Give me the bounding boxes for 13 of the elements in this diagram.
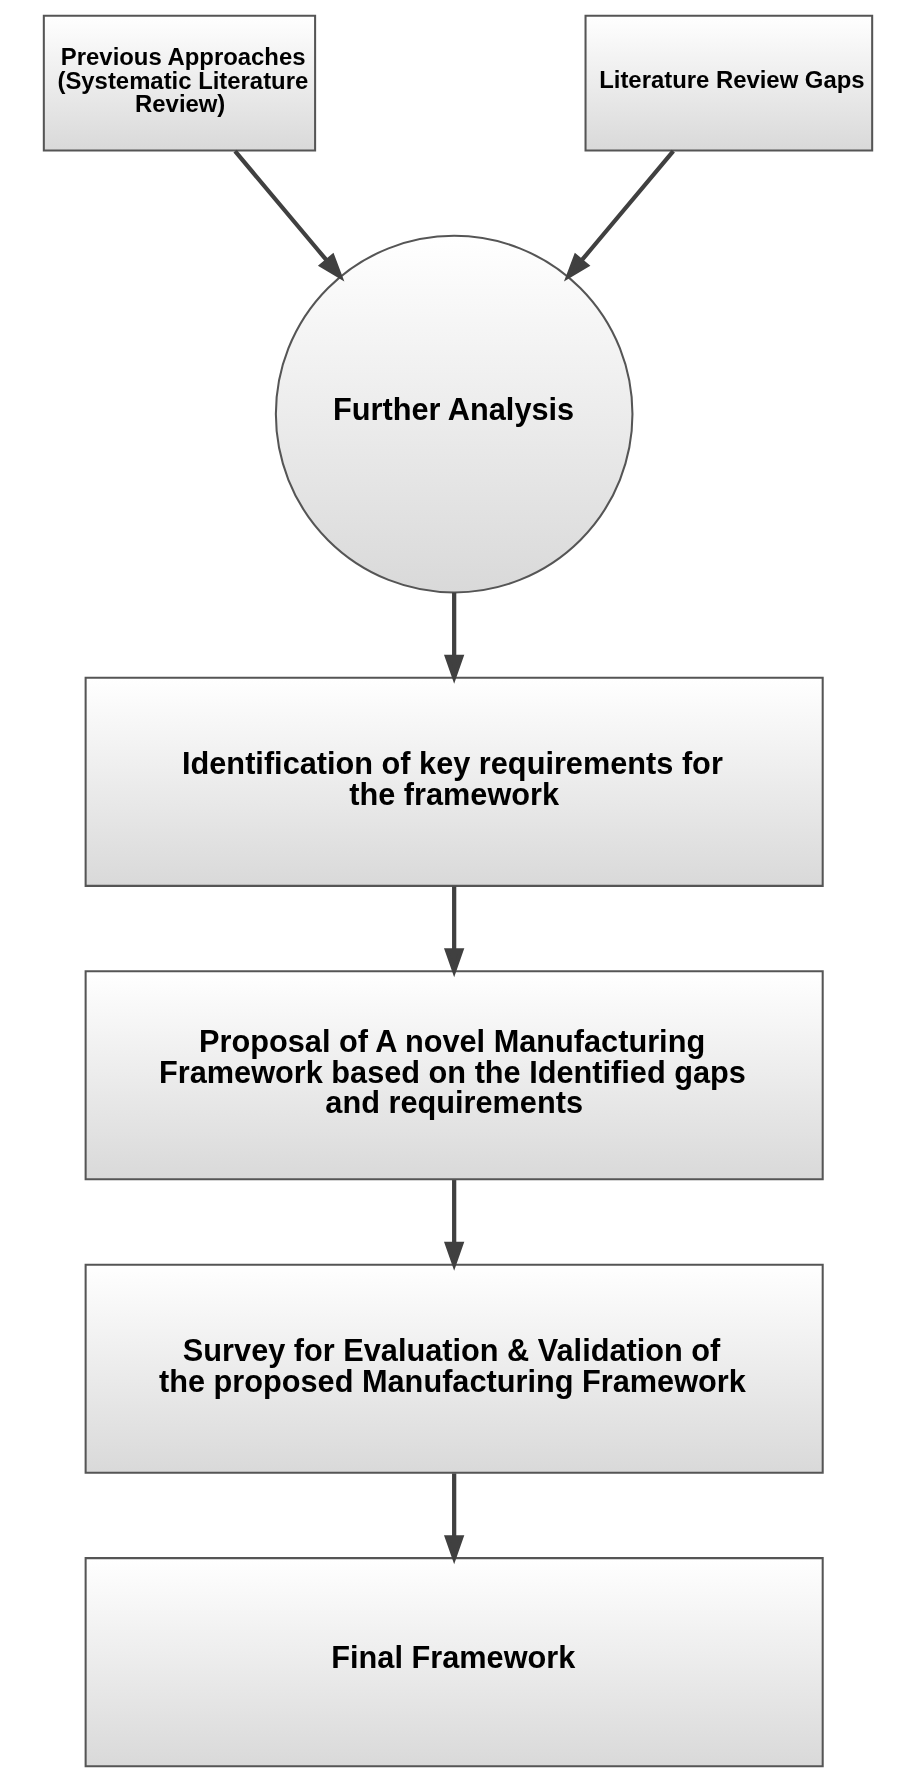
- node-box: Previous Approaches (Systematic Literature Review): [42, 14, 316, 152]
- arrow: [443, 592, 464, 684]
- arrow: [563, 149, 675, 282]
- node-box: Identification of key requirements for the framework: [84, 676, 824, 887]
- node-circle: Further Analysis: [274, 234, 633, 594]
- node-box: Proposal of A novel Manufacturing Framework based on the Identified gaps and requirements: [84, 970, 824, 1181]
- arrow: [232, 149, 344, 282]
- arrow: [443, 1473, 464, 1565]
- node-box: Survey for Evaluation & Validation of the proposed Manufacturing Framework: [84, 1263, 824, 1474]
- node-box: Literature Review Gaps: [584, 14, 873, 152]
- arrow: [443, 1180, 464, 1271]
- arrow: [443, 886, 464, 978]
- node-box: Final Framework: [84, 1557, 824, 1768]
